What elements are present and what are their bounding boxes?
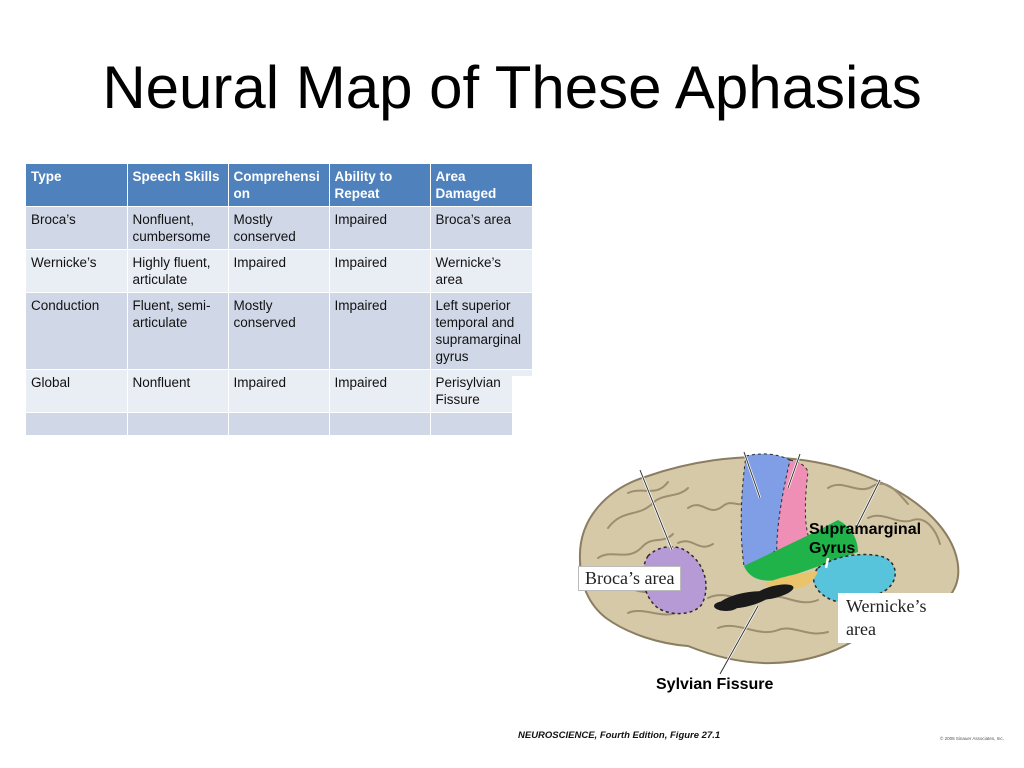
column-header: Area Damaged — [430, 164, 533, 207]
column-header: Speech Skills — [127, 164, 229, 207]
table-cell: Wernicke’s area — [430, 249, 533, 293]
table-cell: Highly fluent, articulate — [127, 249, 229, 293]
table-cell: Impaired — [228, 249, 330, 293]
supramarginal-label-line1: Supramarginal — [809, 521, 922, 538]
table-cell: Impaired — [329, 369, 431, 413]
table-cell: Mostly conserved — [228, 292, 330, 370]
figure-caption: NEUROSCIENCE, Fourth Edition, Figure 27.… — [518, 730, 721, 741]
aphasia-table: Type Speech Skills Comprehensi on Abilit… — [26, 164, 533, 435]
table-header-row: Type Speech Skills Comprehensi on Abilit… — [26, 164, 533, 207]
table-cell: Nonfluent, cumbersome — [127, 206, 229, 250]
table-cell — [127, 412, 229, 435]
table-corner-mask — [512, 376, 536, 436]
table-cell — [329, 412, 431, 435]
table-cell — [26, 412, 128, 435]
supramarginal-label-line2: Gyrus — [809, 540, 856, 557]
pointer-lines-dark — [639, 451, 881, 675]
table-row: Global Nonfluent Impaired Impaired Peris… — [26, 369, 533, 413]
column-header: Ability to Repeat — [329, 164, 431, 207]
wernickes-area-label: Wernicke’s area — [838, 593, 959, 643]
table-cell: Broca’s — [26, 206, 128, 250]
sylvian-fissure-mark — [714, 584, 794, 611]
table-cell: Impaired — [329, 249, 431, 293]
table-cell — [228, 412, 330, 435]
sylvian-fissure-label: Sylvian Fissure — [656, 676, 774, 693]
auditory-cortex-region — [764, 572, 818, 590]
copyright-notice: © 2008 Sinauer Associates, Inc. — [940, 736, 1004, 741]
column-header: Comprehensi on — [228, 164, 330, 207]
supramarginal-gyrus-region — [744, 520, 858, 581]
table-cell: Conduction — [26, 292, 128, 370]
brocas-area-label: Broca’s area — [578, 566, 682, 591]
table-row-empty — [26, 412, 533, 435]
table-cell: Global — [26, 369, 128, 413]
table-cell: Mostly conserved — [228, 206, 330, 250]
table-cell: Broca’s area — [430, 206, 533, 250]
table-cell: Fluent, semi- articulate — [127, 292, 229, 370]
table-cell: Impaired — [228, 369, 330, 413]
brain-figure: Broca’s area Supramarginal Gyrus Wernick… — [568, 448, 968, 708]
table-cell: Impaired — [329, 206, 431, 250]
slide-title: Neural Map of These Aphasias — [102, 54, 922, 121]
supramarginal-gyrus-label: Supramarginal Gyrus — [809, 520, 921, 558]
table-row: Conduction Fluent, semi- articulate Most… — [26, 292, 533, 370]
table-cell: Wernicke’s — [26, 249, 128, 293]
column-header: Type — [26, 164, 128, 207]
wernickes-area-region — [812, 553, 896, 604]
table-row: Wernicke’s Highly fluent, articulate Imp… — [26, 249, 533, 293]
table-cell — [430, 412, 533, 435]
table-cell: Nonfluent — [127, 369, 229, 413]
table-cell: Impaired — [329, 292, 431, 370]
table-cell: Left superior temporal and supramarginal… — [430, 292, 533, 370]
aphasia-table-container: Type Speech Skills Comprehensi on Abilit… — [26, 164, 533, 435]
table-row: Broca’s Nonfluent, cumbersome Mostly con… — [26, 206, 533, 250]
